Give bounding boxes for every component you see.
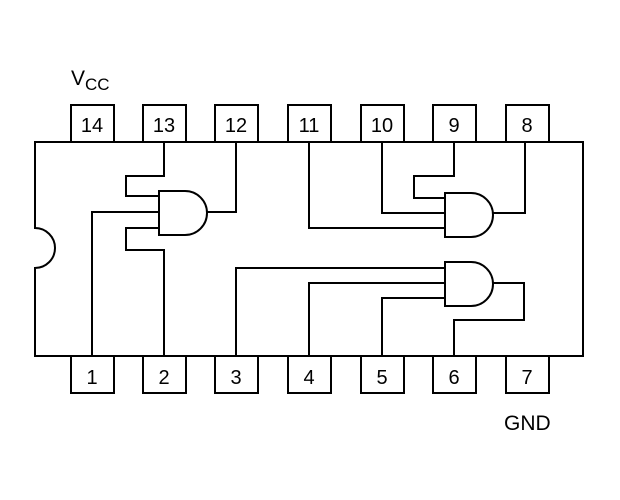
pin-box-9	[432, 104, 477, 143]
gate-1-wire-pin13	[125, 142, 165, 197]
pin-box-2	[142, 355, 187, 394]
pin-box-10	[360, 104, 405, 143]
gate-1-wire-pin2	[125, 227, 165, 356]
pin-box-5	[360, 355, 405, 394]
pin-box-1	[70, 355, 115, 394]
vcc-main-text: V	[71, 67, 85, 90]
pin-label-10: 10	[371, 115, 393, 137]
and-gate-2	[308, 142, 526, 238]
pin-label-9: 9	[448, 115, 459, 137]
gate-2-body	[444, 192, 494, 238]
gate-1-wire-pin1	[91, 211, 159, 356]
top-pin-row: 14 13 12 11 10 9 8	[70, 104, 550, 143]
gate-2-wire-pin10	[381, 142, 445, 214]
pin-box-8	[505, 104, 550, 143]
pin-label-6: 6	[448, 367, 459, 389]
gate-1-body	[158, 190, 208, 236]
pin-label-3: 3	[230, 367, 241, 389]
pin-box-14	[70, 104, 115, 143]
pin-label-12: 12	[225, 115, 247, 137]
gate-1-wire-pin12	[207, 142, 237, 213]
pin-label-4: 4	[303, 367, 314, 389]
gate-2-wire-pin9	[413, 142, 455, 199]
pin-label-7: 7	[521, 367, 532, 389]
gate-2-wire-pin8	[493, 142, 526, 214]
pin-label-2: 2	[158, 367, 169, 389]
gnd-label: GND	[504, 412, 551, 435]
gate-3-wire-pin4	[308, 282, 445, 356]
and-gate-1	[91, 142, 237, 356]
pin-label-14: 14	[81, 115, 103, 137]
bottom-pin-row: 1 2 3 4 5 6 7	[70, 355, 550, 394]
gate-3-body	[444, 261, 494, 307]
vcc-label: VCC	[71, 67, 110, 94]
pin-box-3	[214, 355, 259, 394]
gate-3-wire-pin5	[381, 297, 445, 356]
pin-box-7	[505, 355, 550, 394]
pin-label-1: 1	[86, 367, 97, 389]
pin-label-5: 5	[376, 367, 387, 389]
and-gate-3	[235, 261, 525, 356]
vcc-subscript-text: CC	[85, 75, 110, 94]
pin-box-13	[142, 104, 187, 143]
pin-label-11: 11	[299, 115, 320, 137]
gate-3-wire-pin3	[235, 267, 445, 356]
pin-label-13: 13	[153, 115, 175, 137]
pin-label-8: 8	[521, 115, 532, 137]
gate-3-wire-pin6	[453, 282, 525, 356]
ic-package-outline	[34, 141, 584, 357]
gate-2-wire-pin11	[308, 142, 445, 229]
pin-box-4	[287, 355, 332, 394]
